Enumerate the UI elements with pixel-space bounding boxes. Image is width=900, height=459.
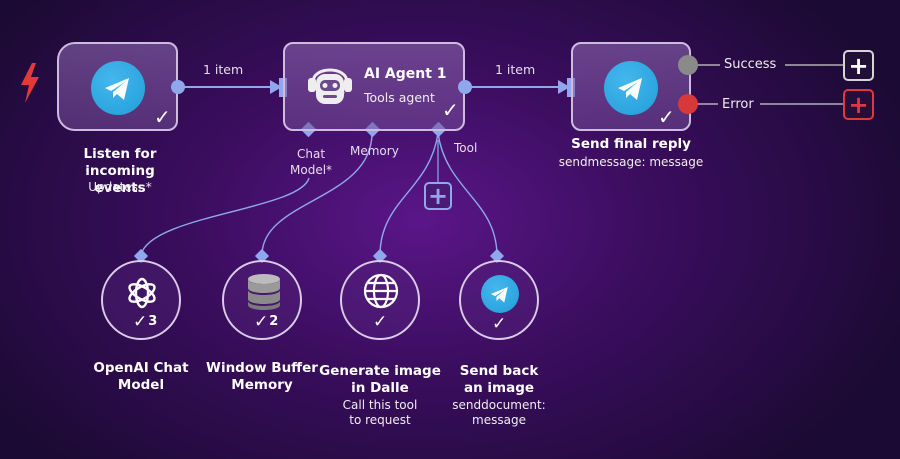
database-icon: [248, 274, 280, 310]
edge-label-agent-reply: 1 item: [495, 62, 536, 77]
openai-icon: [128, 277, 156, 309]
success-output-port[interactable]: [678, 55, 698, 75]
success-check-icon: ✓: [658, 105, 675, 129]
port-label-tool: Tool: [454, 141, 478, 155]
success-check-icon: ✓: [492, 314, 507, 334]
trigger-node[interactable]: ✓: [57, 42, 178, 131]
agent-node[interactable]: AI Agent 1 Tools agent ✓: [283, 42, 465, 131]
sendimg-description: senddocument:message: [452, 398, 546, 427]
success-check-icon: ✓: [442, 98, 459, 122]
add-error-node-button[interactable]: +: [843, 89, 874, 120]
generate-image-dalle-node[interactable]: ✓: [340, 260, 420, 340]
port-memory-node: [254, 248, 270, 264]
agent-title: AI Agent 1: [364, 66, 447, 82]
telegram-icon: [604, 61, 658, 115]
wire-memory: [261, 132, 373, 256]
wire-chat-model: [140, 177, 310, 256]
trigger-output-port[interactable]: [171, 80, 185, 94]
reply-node[interactable]: ✓: [571, 42, 691, 131]
error-output-port[interactable]: [678, 94, 698, 114]
edge-label-trigger-agent: 1 item: [203, 62, 244, 77]
trigger-subtitle: Updates: *: [88, 180, 152, 194]
telegram-icon: [481, 275, 519, 313]
telegram-icon: [91, 61, 145, 115]
wire-tool-sendimg: [437, 132, 498, 256]
port-sendimg: [489, 248, 505, 264]
edge-arrowhead: [558, 80, 570, 94]
openai-chat-model-node[interactable]: ✓3: [101, 260, 181, 340]
edge-arrowhead: [270, 80, 282, 94]
add-tool-button[interactable]: +: [424, 182, 452, 210]
reply-subtitle: sendmessage: message: [558, 155, 704, 169]
robot-icon: [308, 68, 352, 104]
agent-subtitle: Tools agent: [364, 90, 435, 105]
port-dalle: [372, 248, 388, 264]
error-label: Error: [722, 97, 754, 112]
wire-tool-dalle: [379, 132, 439, 256]
success-check-icon: ✓: [373, 312, 388, 332]
success-check-icon: ✓: [154, 105, 171, 129]
success-check-icon: ✓2: [254, 312, 279, 332]
reply-title: Send final reply: [571, 136, 691, 152]
port-openai: [133, 248, 149, 264]
port-label-memory: Memory: [350, 144, 399, 158]
window-buffer-memory-node[interactable]: ✓2: [222, 260, 302, 340]
lightning-bolt-icon: [21, 63, 39, 103]
send-back-image-node[interactable]: ✓: [459, 260, 539, 340]
success-check-icon: ✓3: [133, 312, 158, 332]
success-label: Success: [724, 57, 777, 72]
globe-icon: [363, 273, 399, 309]
agent-output-port[interactable]: [458, 80, 472, 94]
add-success-node-button[interactable]: +: [843, 50, 874, 81]
